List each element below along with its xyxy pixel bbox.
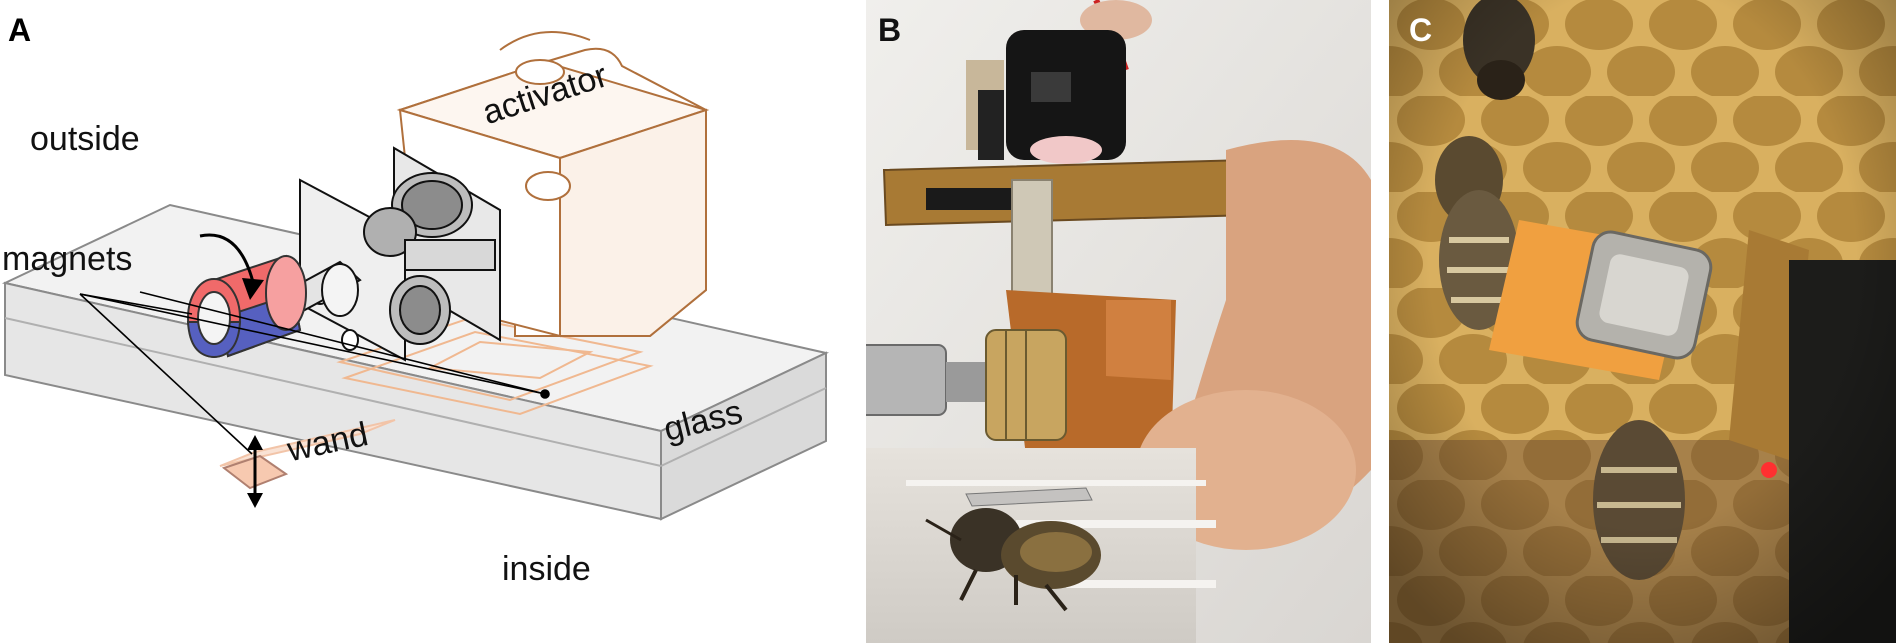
panel-b-letter: B xyxy=(878,12,902,48)
magnet-cylinder xyxy=(186,254,307,359)
label-magnets: magnets xyxy=(2,240,133,278)
panel-c-letter: C xyxy=(1409,12,1433,48)
panel-b-photo: B xyxy=(866,0,1371,643)
magnets-leader-lines xyxy=(79,291,550,455)
panel-c-photo: C xyxy=(1389,0,1896,643)
label-outside: outside xyxy=(30,120,140,158)
label-inside: inside xyxy=(502,550,591,588)
bee-figure xyxy=(925,508,1101,612)
gear-assembly xyxy=(268,146,501,362)
wand xyxy=(219,419,396,508)
rotation-arrow xyxy=(199,233,264,300)
panel-a-letter: A xyxy=(8,12,32,48)
photo-honeycomb-wand xyxy=(1389,0,1896,643)
panel-a-schematic: A outside magnets activator wand glass i… xyxy=(0,0,862,643)
photo-activator-bee xyxy=(866,0,1371,643)
schematic-drawing xyxy=(1,31,830,521)
